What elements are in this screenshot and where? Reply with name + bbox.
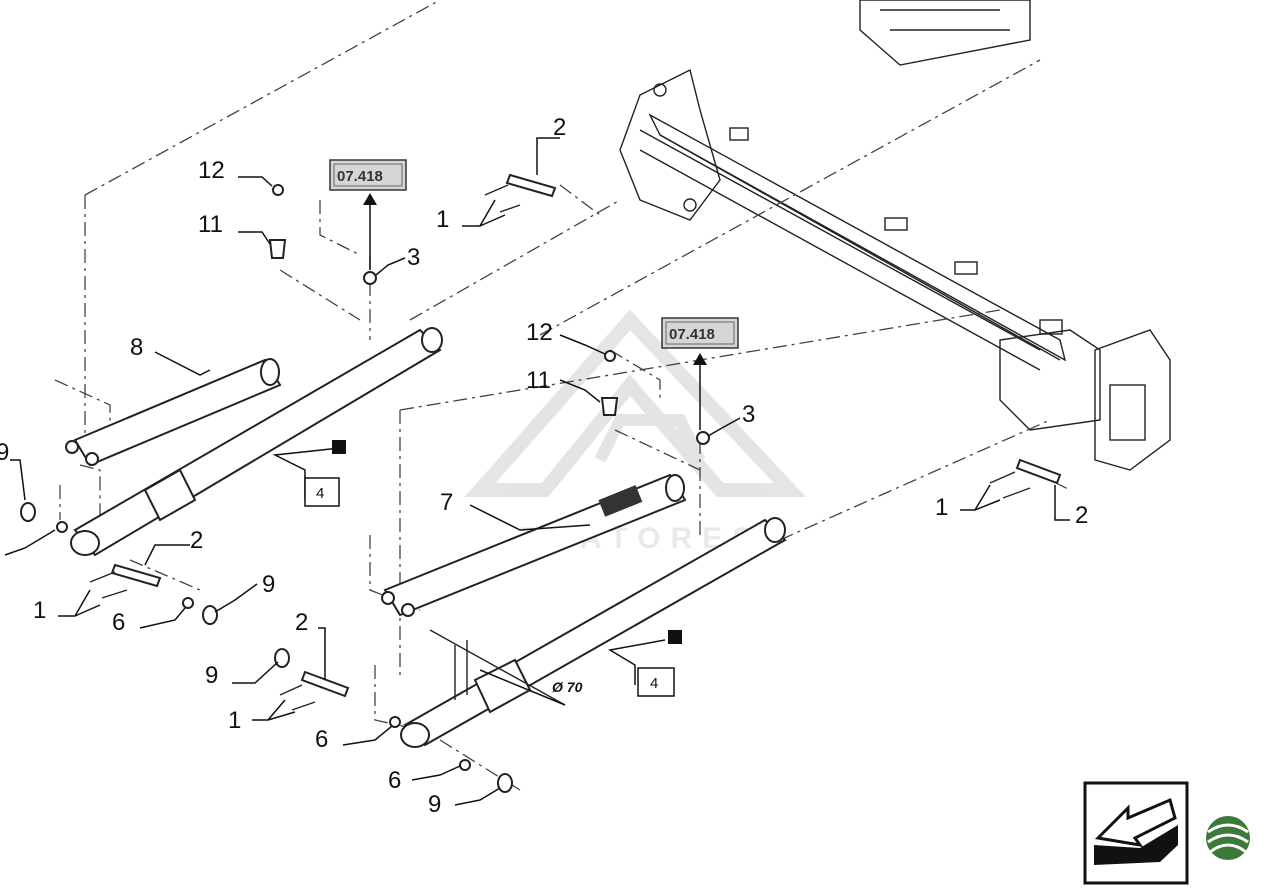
callout-labels: 2 1 12 11 3 8 9 2 1 6 9 7 12 11 3 2 9 1 …	[0, 114, 1088, 818]
part-4-box-upper: 4	[304, 440, 346, 507]
part-4-label: 4	[316, 485, 324, 502]
callout-1: 1	[33, 597, 46, 624]
callout-2: 2	[295, 609, 308, 636]
reference-box-right: 07.418	[661, 317, 739, 349]
reference-label: 07.418	[337, 168, 383, 185]
brand-logo-icon	[1206, 816, 1250, 860]
callout-7: 7	[440, 489, 453, 516]
reference-box-left: 07.418	[329, 159, 407, 191]
callout-11: 11	[198, 211, 223, 238]
callout-1: 1	[228, 707, 241, 734]
callout-9: 9	[205, 662, 218, 689]
callout-6: 6	[315, 726, 328, 753]
dimension-label: Ø 70	[552, 679, 583, 695]
back-arrow-icon[interactable]	[1083, 781, 1189, 885]
callout-1: 1	[935, 494, 948, 521]
hardware	[20, 173, 1062, 793]
rod-part-8	[65, 358, 282, 467]
callout-9: 9	[262, 571, 275, 598]
callout-6: 6	[388, 767, 401, 794]
callout-8: 8	[130, 334, 143, 361]
part-4-box-lower: 4	[637, 630, 682, 697]
callout-12: 12	[198, 157, 225, 184]
rod-part-7	[381, 473, 687, 617]
callout-11: 11	[526, 367, 551, 394]
callout-6: 6	[112, 609, 125, 636]
axle-housing	[619, 0, 1171, 471]
callout-2: 2	[553, 114, 566, 141]
callout-2: 2	[1075, 502, 1088, 529]
callout-9: 9	[0, 439, 9, 466]
leader-lines	[4, 137, 1070, 806]
callout-9: 9	[428, 791, 441, 818]
callout-1: 1	[436, 206, 449, 233]
callout-2: 2	[190, 527, 203, 554]
reference-label: 07.418	[669, 326, 715, 343]
callout-12: 12	[526, 319, 553, 346]
callout-3: 3	[742, 401, 755, 428]
hydraulic-cylinder-upper	[70, 327, 443, 557]
callout-3: 3	[407, 244, 420, 271]
part-4-label: 4	[650, 675, 658, 692]
